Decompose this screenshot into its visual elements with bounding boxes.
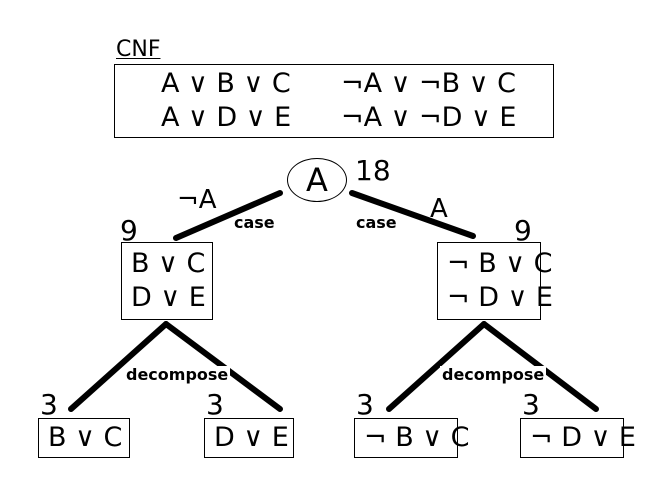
leaf-clause: ¬ D ∨ E <box>530 422 636 453</box>
right-case-label: case <box>356 213 397 232</box>
cnf-title: CNF <box>116 37 161 62</box>
root-node: A <box>287 158 347 202</box>
leaf-clause: D ∨ E <box>214 422 289 453</box>
right-branch-box: ¬ B ∨ C ¬ D ∨ E <box>437 242 553 320</box>
left-branch-box: B ∨ C D ∨ E <box>121 242 213 320</box>
leaf-count: 3 <box>356 388 374 421</box>
leaf-box: B ∨ C <box>38 418 130 458</box>
left-literal-label: ¬A <box>177 185 217 215</box>
cnf-clause: ¬A ∨ ¬B ∨ C <box>341 68 516 99</box>
left-branch-clause: B ∨ C <box>131 248 206 279</box>
leaf-count: 3 <box>206 388 224 421</box>
leaf-box: D ∨ E <box>204 418 294 458</box>
cnf-clause: ¬A ∨ ¬D ∨ E <box>341 102 517 133</box>
leaf-count: 3 <box>40 388 58 421</box>
right-literal-label: A <box>430 194 448 224</box>
right-decompose-label: decompose <box>440 365 547 384</box>
leaf-clause: ¬ B ∨ C <box>364 422 470 453</box>
left-branch-clause: D ∨ E <box>131 282 206 313</box>
left-decompose-label: decompose <box>124 365 231 384</box>
leaf-count: 3 <box>522 388 540 421</box>
right-branch-clause: ¬ B ∨ C <box>447 248 553 279</box>
cnf-box: A ∨ B ∨ C ¬A ∨ ¬B ∨ C A ∨ D ∨ E ¬A ∨ ¬D … <box>114 64 554 138</box>
right-branch-clause: ¬ D ∨ E <box>447 282 553 313</box>
root-count: 18 <box>355 154 391 187</box>
edge-root-left <box>173 190 283 241</box>
leaf-box: ¬ D ∨ E <box>520 418 636 458</box>
cnf-clause: A ∨ D ∨ E <box>161 102 292 133</box>
leaf-box: ¬ B ∨ C <box>354 418 470 458</box>
right-count: 9 <box>514 214 532 247</box>
cnf-clause: A ∨ B ∨ C <box>161 68 291 99</box>
left-count: 9 <box>120 214 138 247</box>
edge-right-decompose-left <box>386 321 487 412</box>
edge-root-right <box>349 190 476 239</box>
left-case-label: case <box>234 213 275 232</box>
leaf-clause: B ∨ C <box>48 422 123 453</box>
edge-left-decompose-left <box>68 321 169 412</box>
